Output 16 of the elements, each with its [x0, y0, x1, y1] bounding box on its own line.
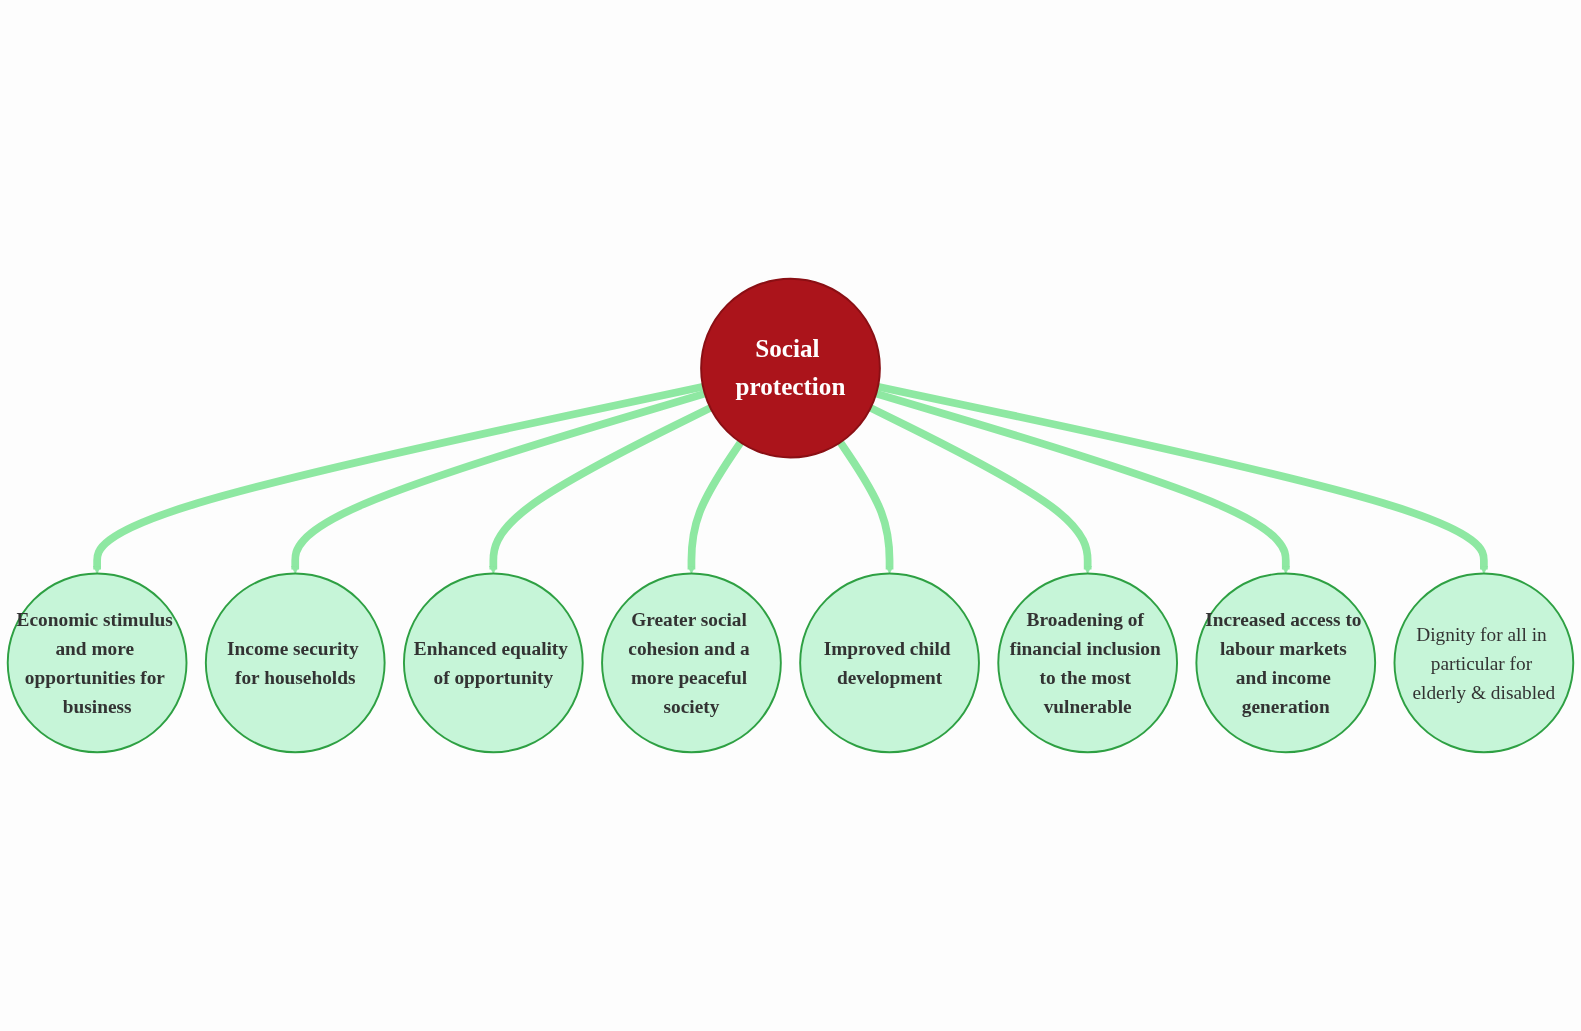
- node-circle: Dignity for all in particular for elderly & disabled: [1393, 572, 1575, 754]
- arrow: [837, 440, 894, 574]
- node-circle: Social protection: [700, 277, 881, 459]
- arrow: [92, 382, 704, 574]
- arrow: [687, 440, 744, 574]
- arrow: [291, 389, 706, 574]
- node-circle: Enhanced equality of opportunity: [403, 572, 584, 754]
- node-circle: Broadening of financial inclusion to the most vulnerable: [997, 572, 1178, 754]
- node-circle: Greater social cohesion and a more peaceful society: [601, 572, 782, 754]
- arrow: [489, 404, 713, 574]
- arrow: [868, 404, 1092, 574]
- node-circle: Increased access to labour markets and income generation: [1195, 572, 1377, 754]
- node-circle: Improved child development: [799, 572, 980, 754]
- arrow: [877, 382, 1489, 574]
- node-circle: Income security for households: [204, 572, 386, 754]
- arrow: [875, 389, 1290, 574]
